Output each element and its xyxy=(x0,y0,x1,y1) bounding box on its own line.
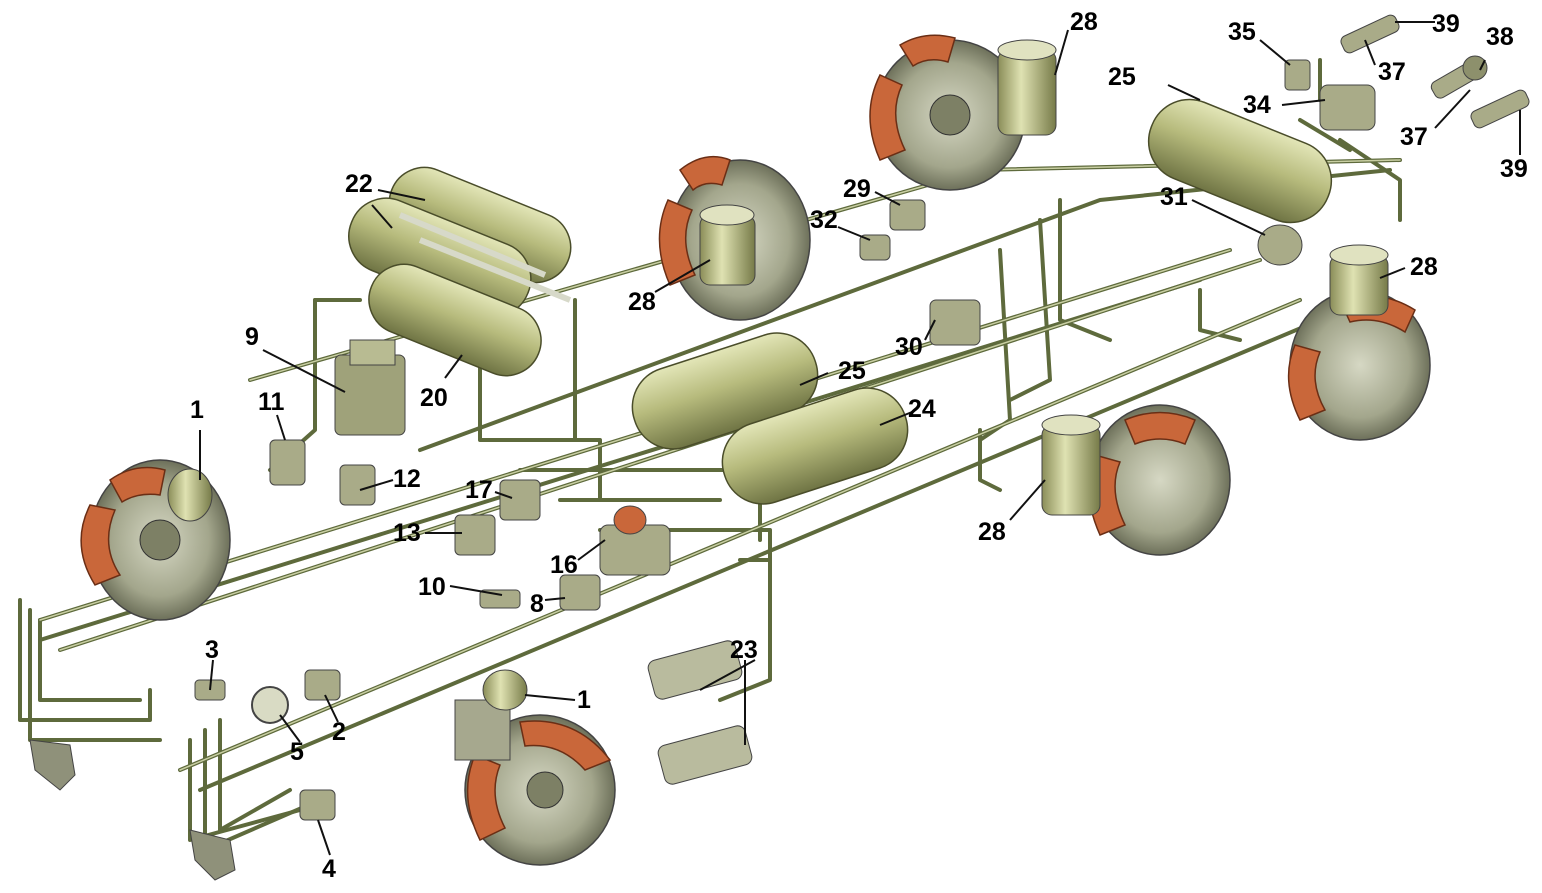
callout-labels: 1 1 2 3 4 5 8 9 10 11 12 13 16 17 20 22 … xyxy=(190,8,1528,883)
callout-2: 2 xyxy=(332,718,346,746)
callout-38: 38 xyxy=(1486,23,1514,51)
callout-28-rear-left: 28 xyxy=(1070,8,1098,36)
callout-17: 17 xyxy=(465,476,493,504)
callout-31: 31 xyxy=(1160,183,1188,211)
air-receiver-25-rear xyxy=(1147,98,1333,224)
air-tanks-group-22 xyxy=(348,166,572,377)
callout-1-front-right: 1 xyxy=(577,686,591,714)
callout-20: 20 xyxy=(420,384,448,412)
callout-30: 30 xyxy=(895,333,923,361)
valve-10 xyxy=(479,589,521,609)
callout-28-rear-right: 28 xyxy=(1410,253,1438,281)
callout-29: 29 xyxy=(843,175,871,203)
callout-39-lower: 39 xyxy=(1500,155,1528,183)
valve-11 xyxy=(269,439,306,486)
valve-12 xyxy=(339,464,376,506)
callout-11: 11 xyxy=(258,388,285,416)
callout-39-upper: 39 xyxy=(1432,10,1460,38)
wheel-brake-front-left xyxy=(80,459,231,621)
air-receiver-24 xyxy=(721,387,909,505)
callout-28-middle-left: 28 xyxy=(628,288,656,316)
callout-4: 4 xyxy=(322,855,336,883)
brackets-front xyxy=(29,739,236,881)
callout-9: 9 xyxy=(245,323,259,351)
valve-17 xyxy=(499,479,541,521)
brake-valve-16 xyxy=(599,505,671,576)
valve-8 xyxy=(559,574,601,611)
callout-23: 23 xyxy=(730,636,758,664)
callout-35: 35 xyxy=(1228,18,1256,46)
pressure-gauge-5 xyxy=(251,686,289,724)
valve-35 xyxy=(1284,59,1311,91)
pipe-network xyxy=(18,58,1402,852)
callout-25-rear: 25 xyxy=(1108,63,1136,91)
valve-32 xyxy=(859,234,891,261)
callout-10: 10 xyxy=(418,573,446,601)
wheel-brake-rear-right xyxy=(1287,244,1431,441)
valve-2 xyxy=(304,669,341,701)
compressor-9 xyxy=(334,339,406,436)
leader-lines xyxy=(199,21,1521,856)
callout-8: 8 xyxy=(530,590,544,618)
callout-25-center: 25 xyxy=(838,357,866,385)
callout-37-upper: 37 xyxy=(1378,58,1406,86)
valve-34 xyxy=(1319,84,1376,131)
callout-3: 3 xyxy=(205,636,219,664)
callout-5: 5 xyxy=(290,738,304,766)
valve-13 xyxy=(454,514,496,556)
wheel-brake-front-right xyxy=(454,669,616,866)
callout-16: 16 xyxy=(550,551,578,579)
callout-1-front-left: 1 xyxy=(190,396,204,424)
callout-12: 12 xyxy=(393,465,421,493)
wheel-brake-middle-left xyxy=(658,155,811,321)
valve-4 xyxy=(299,789,336,821)
callout-28-middle-right: 28 xyxy=(978,518,1006,546)
callout-22: 22 xyxy=(345,170,373,198)
valve-30 xyxy=(929,299,981,346)
callout-32: 32 xyxy=(810,206,838,234)
couplings-37-38-39 xyxy=(1340,14,1530,129)
valve-29 xyxy=(889,199,926,231)
callout-34: 34 xyxy=(1243,91,1271,119)
wheel-brake-rear-left xyxy=(869,34,1057,191)
callout-24: 24 xyxy=(908,395,936,423)
valve-31 xyxy=(1257,224,1303,266)
callout-13: 13 xyxy=(393,519,421,547)
callout-37-lower: 37 xyxy=(1400,123,1428,151)
wheel-brake-middle-right xyxy=(1041,404,1231,556)
